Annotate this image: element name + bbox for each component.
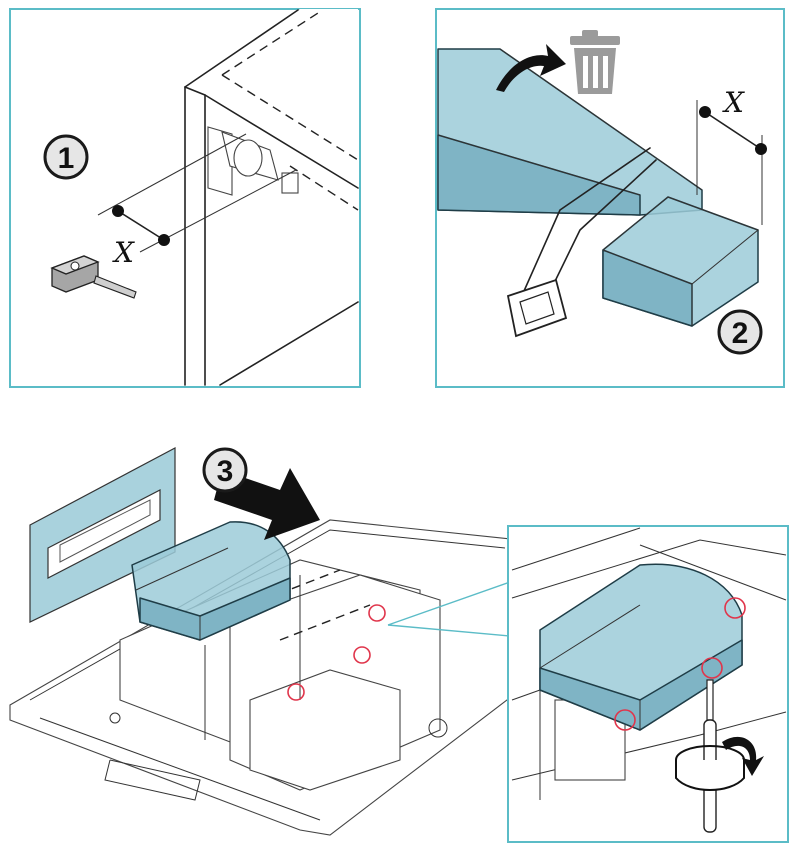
screw-highlights-zoom — [614, 597, 746, 731]
panel-step-1: X 1 — [9, 8, 361, 388]
step-1-badge: 1 — [43, 134, 89, 180]
hacksaw-icon — [506, 147, 657, 338]
cut-duct-piece — [602, 196, 759, 327]
rotation-arrow-icon — [675, 736, 764, 791]
step-2-number: 2 — [732, 317, 749, 350]
screw-highlight-zoom-c — [614, 709, 636, 731]
screw-highlight-zoom-b — [701, 657, 723, 679]
screw-highlight-zoom-a — [724, 597, 746, 619]
zoom-callout-lines — [387, 581, 511, 637]
screw-highlight-b — [353, 646, 371, 664]
step-3-badge: 3 — [202, 447, 248, 493]
step-2-badge: 2 — [717, 309, 763, 355]
measure-point-2a — [699, 106, 711, 118]
trash-bin-icon — [570, 30, 620, 94]
step-1-number: 1 — [58, 142, 75, 175]
screw-highlight-a — [368, 604, 386, 622]
step-3-number: 3 — [217, 455, 234, 488]
mounting-plate — [29, 447, 176, 623]
panel-step-2: X 2 — [435, 8, 785, 388]
measure-x-2: X — [696, 86, 767, 225]
measure-label-2: X — [722, 86, 745, 119]
elbow-duct-zoomed — [539, 563, 743, 731]
screw-highlight-c — [287, 683, 305, 701]
measure-point-2b — [755, 143, 767, 155]
step-3-scene: 3 — [9, 447, 521, 836]
tape-measure-icon — [50, 255, 137, 299]
zoom-inset — [507, 525, 789, 843]
measure-label-1: X — [112, 236, 135, 269]
measure-x-1: X — [97, 133, 297, 269]
curved-arrow-icon — [496, 44, 566, 92]
measure-point-1a — [112, 205, 124, 217]
screw-highlights-main — [287, 604, 386, 701]
elbow-duct — [131, 521, 291, 641]
measure-point-1b — [158, 234, 170, 246]
